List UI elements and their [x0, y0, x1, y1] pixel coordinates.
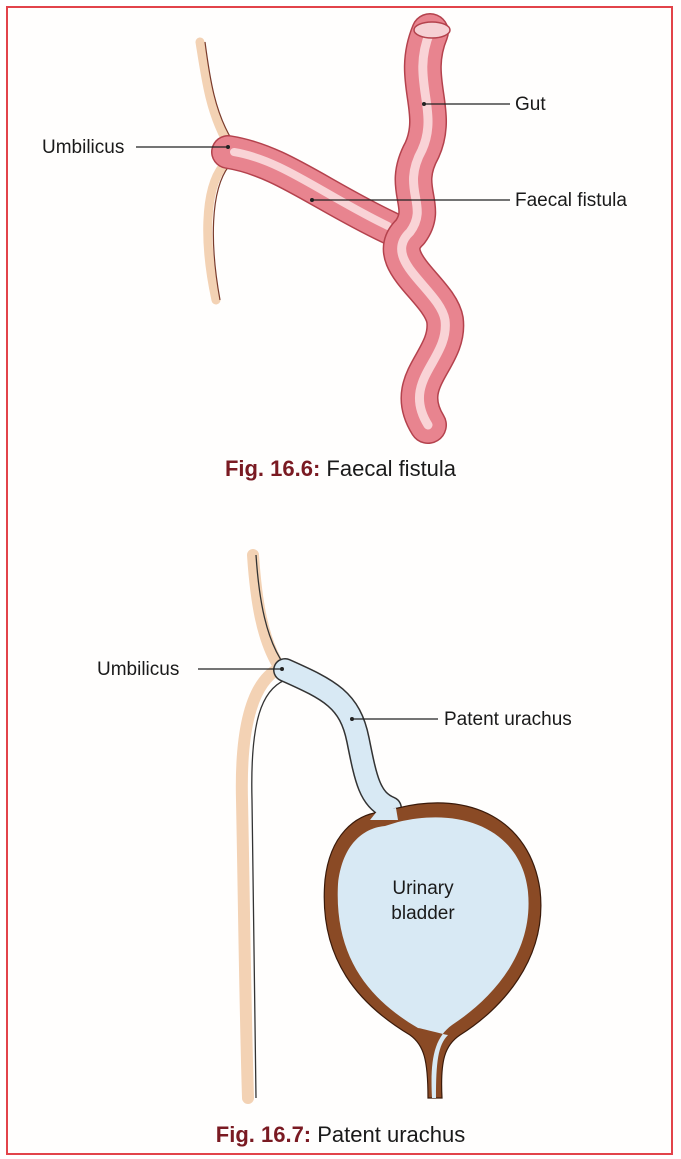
faecal-fistula-label: Faecal fistula	[515, 190, 627, 211]
figure-caption-16-7: Fig. 16.7: Patent urachus	[0, 1122, 681, 1148]
urinary-bladder-label-line2: bladder	[391, 903, 455, 924]
figure-number: Fig. 16.6:	[225, 456, 320, 481]
abdominal-wall-lower	[208, 166, 223, 300]
patent-urachus-label: Patent urachus	[444, 709, 572, 730]
figure-title: Faecal fistula	[326, 456, 456, 481]
umbilicus-label-2: Umbilicus	[97, 659, 179, 680]
figure-caption-16-6: Fig. 16.6: Faecal fistula	[0, 456, 681, 482]
figure-number: Fig. 16.7:	[216, 1122, 311, 1147]
abdominal-wall-2	[242, 555, 280, 1098]
patent-urachus-diagram: Umbilicus Patent urachus Urinary bladder	[97, 555, 572, 1098]
urinary-bladder-label-line1: Urinary	[392, 878, 454, 899]
gut-label: Gut	[515, 94, 546, 115]
figure-title: Patent urachus	[317, 1122, 465, 1147]
gut-opening	[414, 22, 450, 38]
faecal-fistula-diagram: Umbilicus Gut Faecal fistula	[42, 22, 627, 425]
umbilicus-label-1: Umbilicus	[42, 137, 124, 158]
